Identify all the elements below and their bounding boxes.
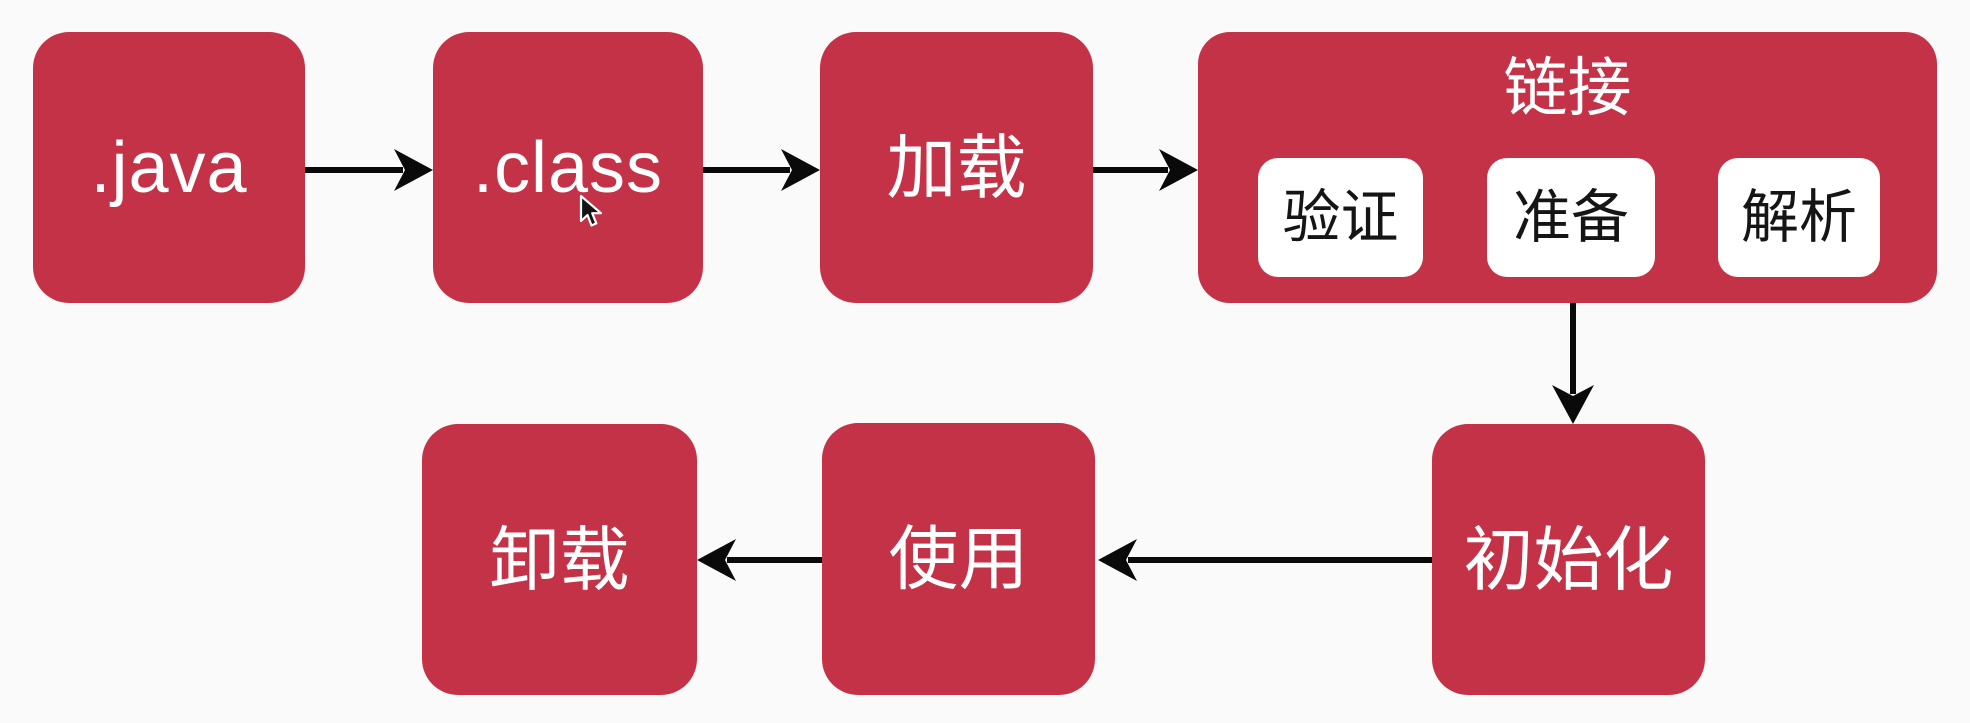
arrow-use-to-unload-icon — [697, 539, 822, 581]
node-use-label: 使用 — [888, 520, 1029, 598]
node-class-label: .class — [472, 127, 664, 208]
chip-prepare-label: 准备 — [1512, 184, 1629, 250]
node-java-label: .java — [90, 127, 248, 208]
node-class-file: .class — [433, 32, 703, 303]
node-use: 使用 — [822, 423, 1095, 695]
chip-resolve-label: 解析 — [1740, 184, 1857, 250]
arrow-initialize-to-use-icon — [1098, 539, 1432, 581]
node-initialize-label: 初始化 — [1463, 520, 1674, 599]
node-load-label: 加载 — [886, 128, 1027, 207]
chip-verify: 验证 — [1258, 158, 1423, 277]
chip-resolve: 解析 — [1718, 158, 1880, 277]
chip-prepare: 准备 — [1487, 158, 1655, 277]
chip-verify-label: 验证 — [1282, 184, 1399, 250]
node-unload-label: 卸载 — [489, 520, 630, 599]
node-load: 加载 — [820, 32, 1093, 303]
arrow-java-to-class-icon — [305, 149, 433, 191]
arrow-load-to-link-icon — [1093, 149, 1198, 191]
arrow-link-to-initialize-icon — [1552, 303, 1594, 424]
arrow-class-to-load-icon — [703, 149, 820, 191]
node-link-group: 链接 验证 准备 解析 — [1198, 32, 1937, 303]
link-group-title: 链接 — [1503, 52, 1632, 124]
node-java-source: .java — [33, 32, 305, 303]
node-initialize: 初始化 — [1432, 424, 1705, 695]
mouse-cursor-icon — [579, 194, 603, 227]
node-unload: 卸载 — [422, 424, 697, 695]
